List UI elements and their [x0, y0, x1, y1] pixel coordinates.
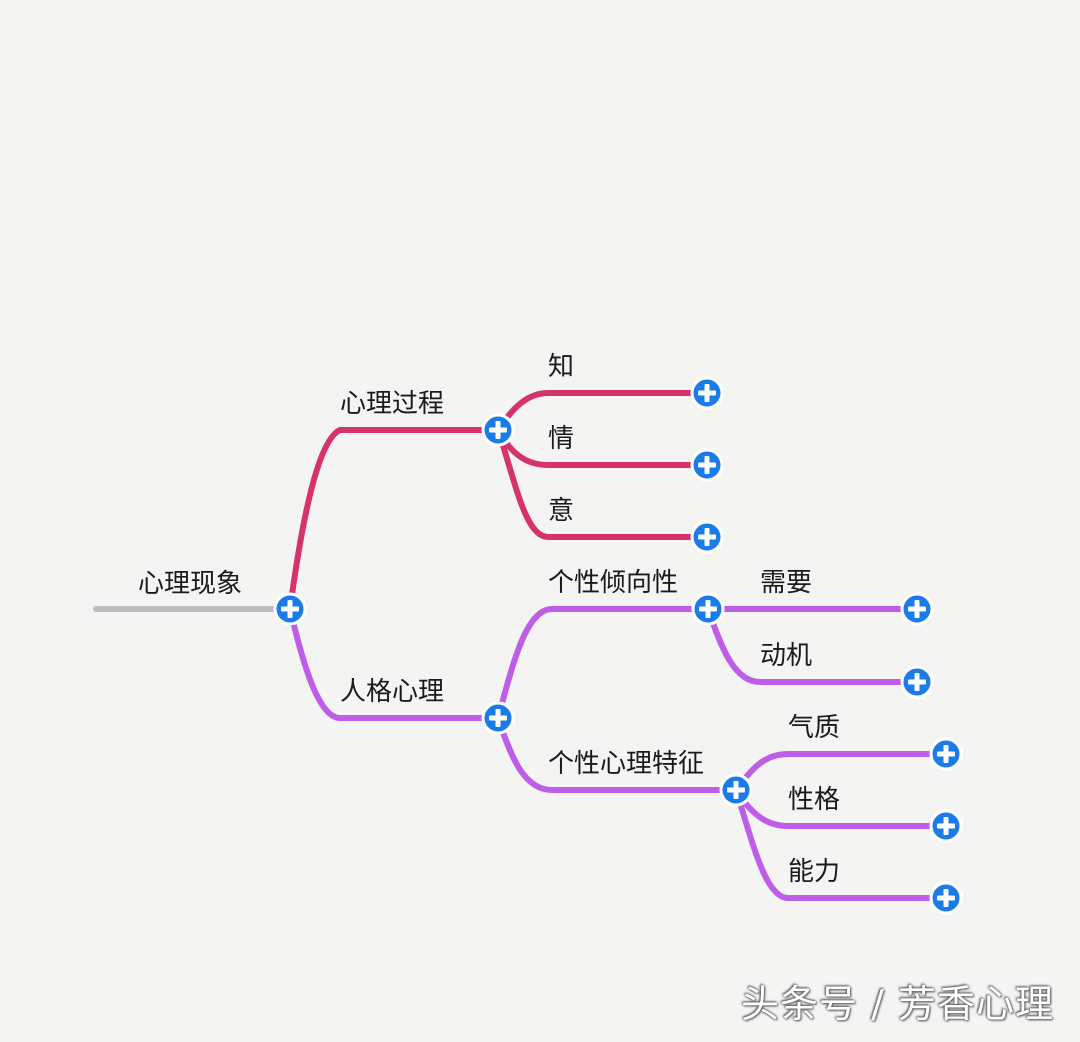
node-labels: 心理现象 心理过程 知 情 意 人格心理 个性倾向性 需要 动机 个性心理特征 …: [138, 352, 840, 887]
connector-root-to-process: [287, 427, 501, 612]
expand-tendency-button[interactable]: [691, 592, 725, 626]
node-qing-label[interactable]: 情: [548, 424, 574, 454]
node-motive-label[interactable]: 动机: [760, 641, 812, 671]
node-traits-label[interactable]: 个性心理特征: [548, 749, 704, 779]
node-zhi-label[interactable]: 知: [548, 352, 574, 382]
expand-yi-button[interactable]: [690, 520, 724, 554]
node-process-label[interactable]: 心理过程: [340, 389, 444, 419]
node-root-label[interactable]: 心理现象: [138, 569, 242, 599]
node-personality-label[interactable]: 人格心理: [340, 677, 444, 707]
expand-need-button[interactable]: [900, 592, 934, 626]
node-yi-label[interactable]: 意: [548, 496, 574, 526]
expand-qing-button[interactable]: [690, 448, 724, 482]
connector-personality-to-tendency: [495, 606, 711, 721]
connector-traits-to-ability: [733, 787, 949, 901]
expand-traits-button[interactable]: [719, 773, 753, 807]
expand-personality-button[interactable]: [481, 701, 515, 735]
node-need-label[interactable]: 需要: [760, 568, 812, 598]
connector-process-to-yi: [495, 427, 710, 540]
expand-motive-button[interactable]: [900, 665, 934, 699]
expand-process-button[interactable]: [481, 413, 515, 447]
connector-traits-to-character: [733, 787, 949, 829]
connector-process-to-qing: [495, 427, 710, 468]
connector-tendency-to-motive: [705, 606, 920, 685]
node-temperament-label[interactable]: 气质: [788, 713, 840, 743]
node-character-label[interactable]: 性格: [788, 785, 840, 815]
expand-zhi-button[interactable]: [690, 376, 724, 410]
expand-ability-button[interactable]: [929, 881, 963, 915]
connector-process-to-zhi: [495, 390, 710, 433]
expand-root-button[interactable]: [273, 592, 307, 626]
connector-lines: [93, 390, 949, 901]
node-ability-label[interactable]: 能力: [788, 857, 840, 887]
watermark-text: 头条号 / 芳香心理: [741, 982, 1054, 1026]
expand-character-button[interactable]: [929, 809, 963, 843]
node-tendency-label[interactable]: 个性倾向性: [548, 568, 678, 598]
expand-temperament-button[interactable]: [929, 737, 963, 771]
expand-buttons: [273, 376, 963, 915]
connector-root-to-personality: [287, 606, 501, 721]
connector-traits-to-temperament: [733, 751, 949, 793]
